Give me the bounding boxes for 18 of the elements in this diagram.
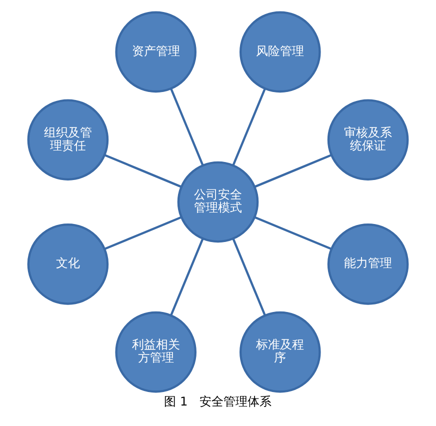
connector: [170, 88, 204, 166]
connector: [232, 238, 266, 316]
connector: [170, 238, 204, 316]
node-circle: 风险管理: [240, 11, 321, 93]
connector: [104, 154, 182, 188]
connector: [232, 88, 266, 166]
node-circle: 审核及系统保证: [327, 99, 409, 180]
node-circle: 公司安全管理模式: [177, 161, 259, 243]
node-circle: 组织及管理责任: [27, 99, 109, 180]
node-circle: 能力管理: [327, 224, 409, 305]
node-circle: 利益相关方管理: [115, 311, 196, 393]
node-circle: 标准及程序: [240, 311, 321, 393]
caption: 图 1 安全管理体系: [164, 394, 272, 409]
node-circle: 资产管理: [115, 11, 196, 93]
connector: [254, 216, 332, 250]
connector: [104, 216, 182, 250]
connector: [254, 154, 332, 188]
node-circle: 文化: [27, 224, 109, 305]
